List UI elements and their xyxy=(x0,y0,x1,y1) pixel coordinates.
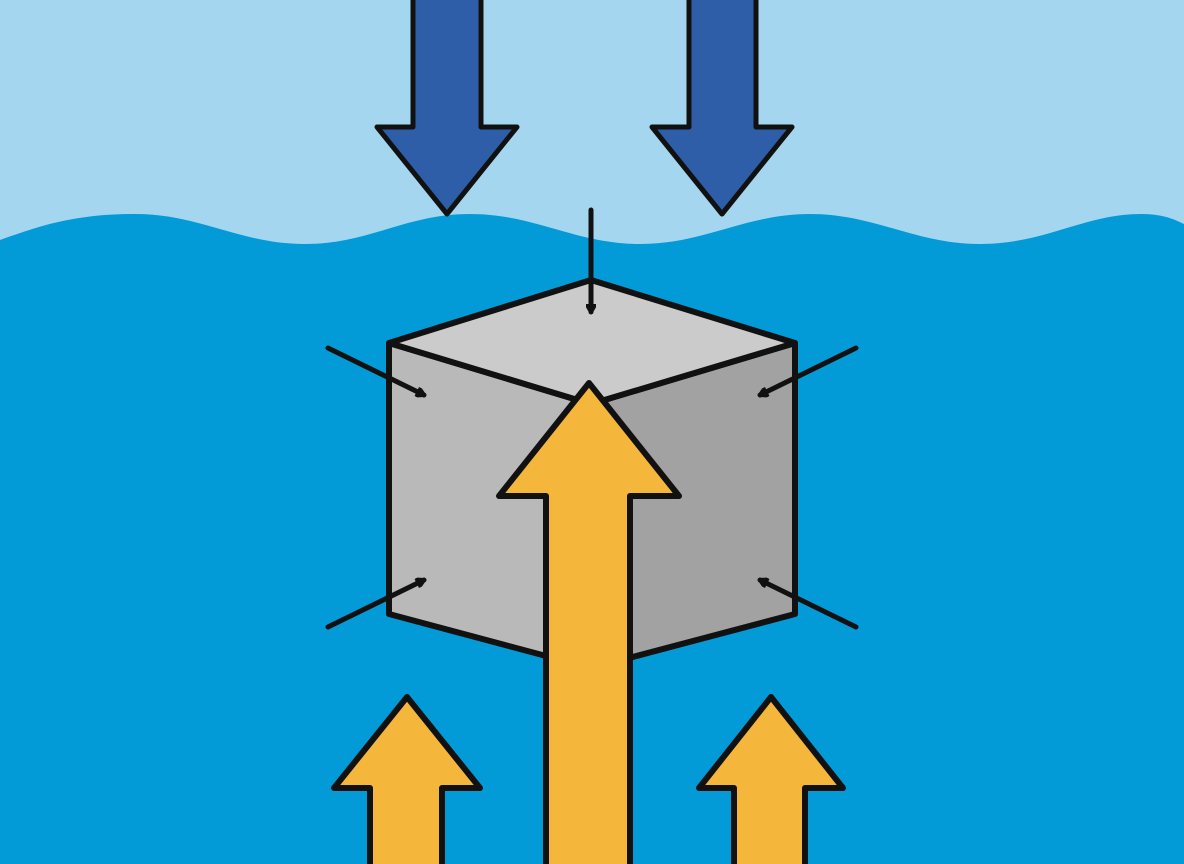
pressure-arrow-icon xyxy=(325,345,427,395)
up-arrow-icon xyxy=(331,694,483,864)
cube-top-face xyxy=(386,277,798,407)
pressure-arrow-icon xyxy=(757,345,859,395)
pressure-arrow-icon xyxy=(325,580,427,630)
pressure-arrow-icon xyxy=(757,580,859,630)
down-arrow-icon xyxy=(374,0,520,217)
pressure-arrows xyxy=(325,207,859,630)
up-arrow-icon xyxy=(696,694,846,864)
down-arrow-icon xyxy=(649,0,795,217)
up-arrow-icon xyxy=(496,380,682,864)
